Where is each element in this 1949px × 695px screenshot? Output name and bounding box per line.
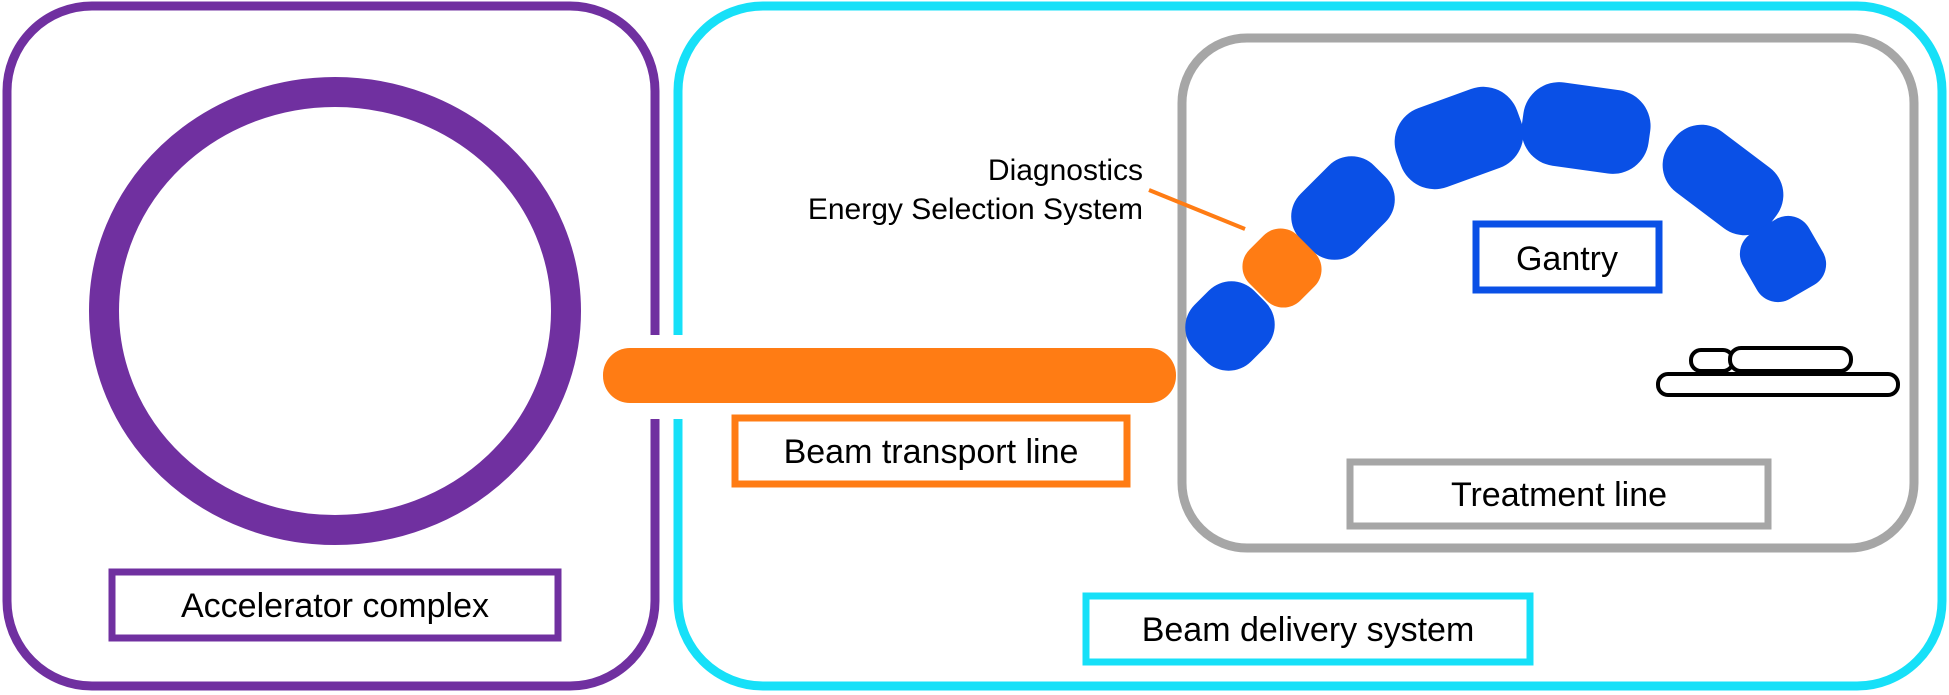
patient-head (1689, 348, 1735, 373)
treatment-line-panel: Treatment line (1177, 33, 1919, 553)
accelerator-complex-panel: Accelerator complex (2, 1, 660, 691)
treatment-panel-frame (1177, 33, 1919, 553)
accelerator-label: Accelerator complex (181, 587, 489, 625)
patient-body (1728, 346, 1853, 373)
transport-label: Beam transport line (784, 433, 1079, 471)
diagnostics-leader-line (1148, 188, 1246, 231)
energy-selection-annotation: Energy Selection System (808, 193, 1143, 226)
gantry-label: Gantry (1516, 240, 1618, 278)
accelerator-label-box (108, 568, 562, 642)
treatment-label-box (1346, 458, 1772, 530)
beam-transport-line: Beam transport line (603, 335, 1176, 488)
beam-delivery-system-panel: Beam delivery system (673, 1, 1947, 691)
couch-table (1656, 372, 1900, 397)
transport-pipe (603, 348, 1176, 403)
gantry-magnet (1291, 156, 1395, 260)
accelerator-ring (89, 77, 581, 545)
delivery-label-box (1082, 592, 1534, 666)
patient-couch (1656, 346, 1900, 397)
energy-selection-block (1242, 228, 1322, 308)
gantry-magnet (1739, 215, 1827, 303)
gantry-magnet (1394, 86, 1524, 190)
delivery-label: Beam delivery system (1142, 611, 1475, 649)
transport-label-box (731, 414, 1131, 488)
gantry: Gantry (1185, 82, 1827, 371)
gantry-label-box (1472, 220, 1663, 294)
diagnostics-element: Diagnostics Energy Selection System (808, 154, 1322, 308)
gantry-magnet (1185, 281, 1275, 371)
diagnostics-annotation: Diagnostics (988, 154, 1143, 187)
gantry-magnet (1662, 124, 1784, 236)
treatment-label: Treatment line (1451, 476, 1667, 514)
gantry-magnet (1521, 82, 1651, 174)
